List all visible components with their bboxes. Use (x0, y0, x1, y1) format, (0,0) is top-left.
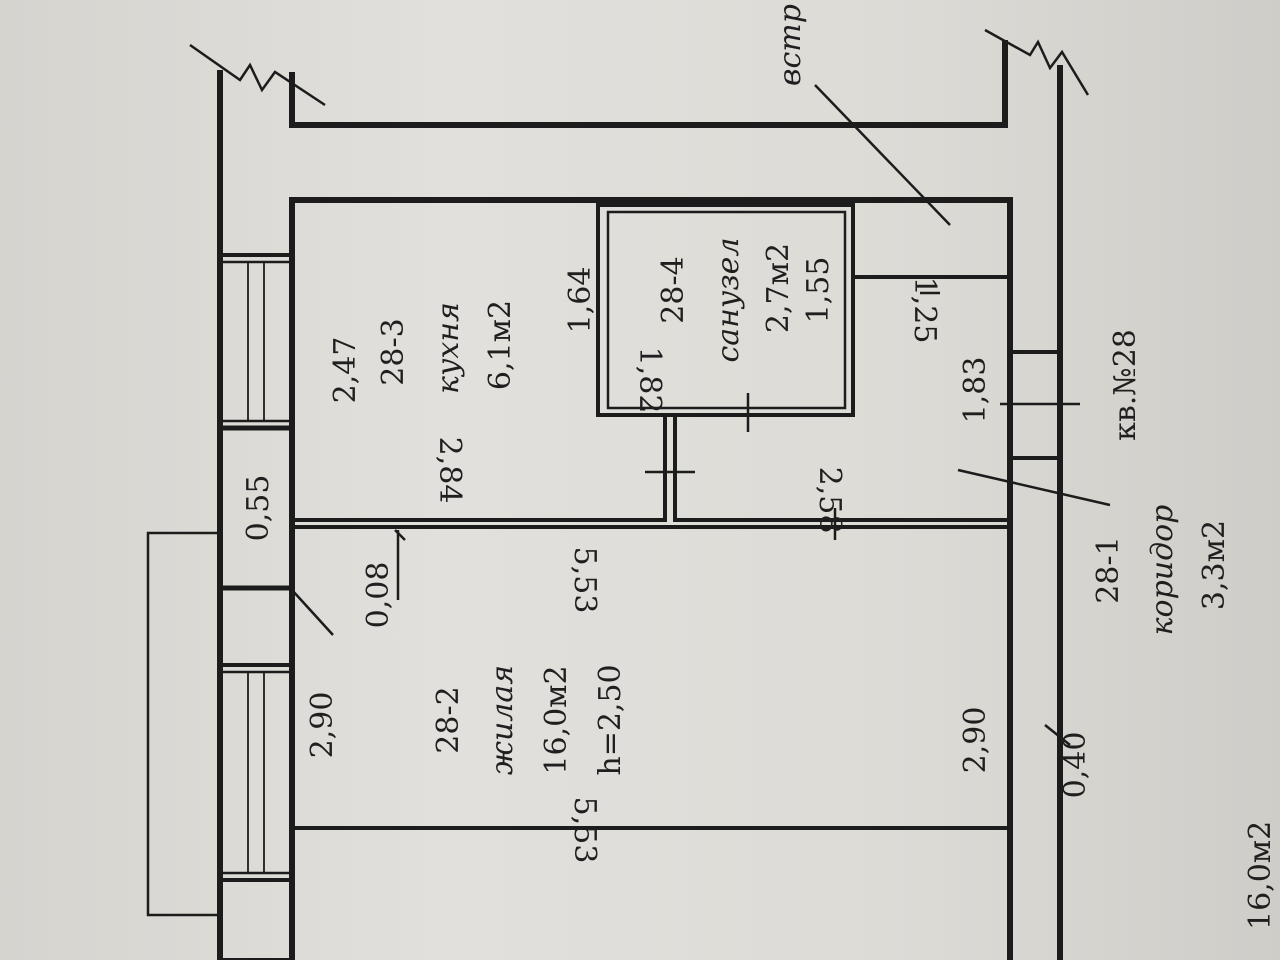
living-id: 28-2 (431, 686, 466, 753)
dim-008: 0,08 (361, 562, 396, 629)
corridor-id: 28-1 (1091, 536, 1126, 603)
dim-258: 2,58 (812, 467, 847, 534)
break-mark-left (189, 43, 326, 107)
window-bottom (218, 663, 294, 882)
dim-182: 1,82 (632, 347, 667, 414)
edge-area-text: 16,0м2 (1243, 821, 1278, 930)
dim-290-left: 2,90 (305, 692, 340, 759)
corridor-name: коридор (1145, 505, 1180, 636)
dim-055: 0,55 (241, 475, 276, 542)
bathroom-id: 28-4 (656, 256, 691, 323)
dim-183: 1,83 (958, 357, 993, 424)
pier-leader (291, 589, 334, 636)
window-top (218, 253, 294, 430)
dim-164: 1,64 (563, 267, 598, 334)
built-in-label: встр (773, 4, 808, 86)
living-name: жилая (485, 665, 520, 775)
wall-pier-bottom (218, 878, 294, 960)
dim-284: 2,84 (432, 437, 467, 504)
wall-pier (217, 425, 295, 591)
dim-247: 2,47 (328, 337, 363, 404)
kitchen-name: кухня (431, 302, 466, 394)
apartment-label: кв.№28 (1108, 329, 1143, 441)
dim-290-right: 2,90 (958, 707, 993, 774)
interior-walls (292, 203, 1060, 529)
built-in-leader (814, 84, 951, 226)
bathroom-wall-outer (596, 203, 855, 417)
corridor-leader (957, 468, 1111, 507)
bathroom-name: санузел (711, 237, 746, 362)
markers (291, 84, 1111, 746)
outer-walls (217, 40, 1063, 960)
balcony-outline (146, 531, 220, 917)
break-marks (189, 28, 1090, 107)
bathroom-wall-inner (606, 210, 847, 410)
labels: 0,55 2,47 28-3 кухня 6,1м2 2,84 1,64 1,8… (241, 4, 1278, 930)
break-mark-right (984, 28, 1090, 96)
dim-125: 1,25 (907, 277, 942, 344)
bathroom-area: 2,7м2 (761, 243, 796, 333)
kitchen-id: 28-3 (376, 318, 411, 385)
dim-040: 0,40 (1058, 732, 1093, 799)
dim-553-bottom: 5,53 (567, 797, 602, 864)
living-area: 16,0м2 (539, 665, 574, 774)
kitchen-area: 6,1м2 (483, 300, 518, 390)
windows (217, 253, 295, 960)
corridor-area: 3,3м2 (1197, 520, 1232, 610)
dim-155: 1,55 (801, 257, 836, 324)
dim-008-tick (394, 529, 406, 541)
dim-040-tick (1044, 724, 1071, 746)
dim-553-top: 5,53 (567, 547, 602, 614)
living-height: h=2,50 (593, 664, 628, 775)
